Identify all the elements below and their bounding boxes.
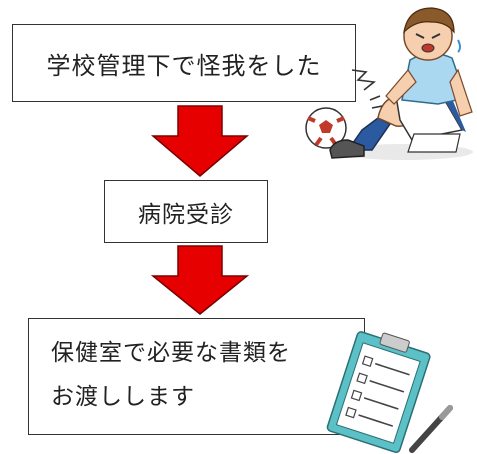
step-2-box: 病院受診	[104, 180, 268, 243]
clipboard-icon	[326, 331, 453, 454]
step-3-line-1: 保健室で必要な書類を	[51, 340, 291, 366]
soccer-ball-icon	[305, 107, 347, 149]
step-3-line-2: お渡しします	[51, 384, 195, 410]
step-3-box: 保健室で必要な書類を お渡しします	[28, 318, 365, 435]
step-1-label: 学校管理下で怪我をした	[46, 51, 322, 80]
step-2-label: 病院受診	[138, 201, 234, 228]
injured-soccer-player-icon	[305, 7, 473, 160]
step-1-box: 学校管理下で怪我をした	[12, 24, 356, 102]
pen-icon	[409, 405, 453, 453]
down-arrow-icon	[150, 245, 250, 315]
down-arrow-icon	[150, 105, 250, 177]
